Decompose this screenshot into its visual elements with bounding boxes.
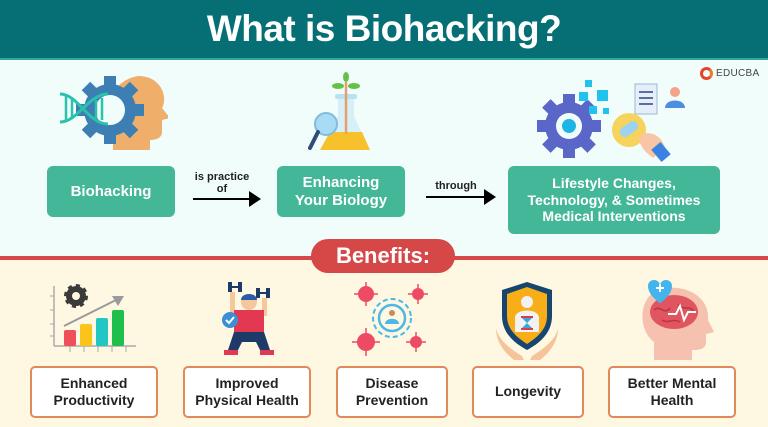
flask-magnifier-icon	[308, 72, 378, 158]
logo-text: EDUCBA	[716, 68, 760, 79]
benefit-label: Better Mental Health	[627, 374, 717, 409]
benefit-enhanced-productivity: Enhanced Productivity	[30, 366, 158, 418]
benefits-heading: Benefits:	[311, 239, 455, 273]
weightlifter-icon	[218, 280, 278, 360]
connector-is-practice-of: is practice of	[188, 171, 261, 208]
benefit-label: Enhanced Productivity	[53, 374, 135, 409]
benefit-better-mental-health: Better Mental Health	[608, 366, 736, 418]
benefit-disease-prevention: Disease Prevention	[336, 366, 448, 418]
growth-chart-icon	[50, 282, 138, 354]
arrow-right-icon	[193, 191, 261, 208]
educba-logo-icon	[700, 67, 713, 80]
connector-label: is practice of	[194, 171, 250, 195]
brand-logo: EDUCBA	[700, 67, 759, 80]
flow-step-biohacking: Biohacking	[47, 166, 175, 217]
dna-gear-head-icon	[58, 72, 168, 154]
benefit-longevity: Longevity	[472, 366, 584, 418]
benefit-label: Disease Prevention	[355, 374, 429, 409]
step-label: Enhancing Your Biology	[294, 173, 388, 209]
flow-step-enhancing-biology: Enhancing Your Biology	[277, 166, 405, 217]
tech-medical-icon	[535, 78, 685, 162]
step-label: Biohacking	[70, 182, 152, 200]
connector-label: through	[435, 180, 477, 192]
benefit-label: Longevity	[494, 383, 562, 400]
virus-shield-icon	[352, 282, 432, 356]
brain-heart-icon	[634, 278, 714, 360]
benefit-improved-physical-health: Improved Physical Health	[183, 366, 311, 418]
benefits-title: Benefits:	[335, 243, 431, 268]
step-label: Lifestyle Changes, Technology, & Sometim…	[527, 174, 701, 225]
connector-through: through	[420, 180, 496, 205]
hourglass-shield-icon	[494, 280, 560, 360]
arrow-right-icon	[426, 188, 496, 205]
header: What is Biohacking?	[0, 0, 768, 58]
flow-step-methods: Lifestyle Changes, Technology, & Sometim…	[508, 166, 720, 234]
benefit-label: Improved Physical Health	[195, 374, 299, 409]
page-title: What is Biohacking?	[206, 8, 562, 49]
